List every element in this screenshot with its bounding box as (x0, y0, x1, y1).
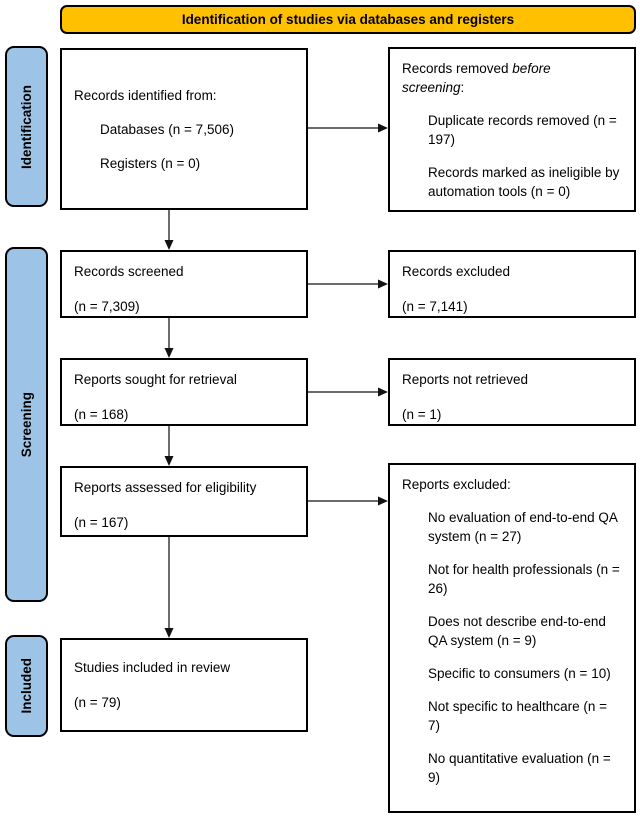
box-count: (n = 167) (74, 515, 129, 530)
box-count: (n = 1) (402, 407, 442, 422)
title-italic: before screening (402, 61, 551, 95)
box-title: Records excluded (402, 264, 511, 279)
box-title: Studies included in review (74, 660, 231, 675)
box-title: Reports excluded: (402, 477, 511, 492)
title-suffix: : (460, 80, 465, 95)
box-reports-not-retrieved: Reports not retrieved (n = 1) (388, 358, 636, 426)
box-item: Registers (n = 0) (100, 156, 201, 171)
box-title: Reports assessed for eligibility (74, 480, 257, 495)
box-item: Databases (n = 7,506) (100, 122, 234, 137)
arrow-identified-to-removed (308, 123, 388, 133)
banner: Identification of studies via databases … (60, 5, 636, 34)
box-title: Records screened (74, 264, 184, 279)
arrow-screened-to-sought (164, 318, 174, 358)
box-item: No quantitative evaluation (n = 9) (428, 751, 611, 785)
box-count: (n = 168) (74, 407, 129, 422)
box-records-removed: Records removed before screening: Duplic… (388, 47, 636, 212)
box-records-identified: Records identified from: Databases (n = … (60, 48, 308, 210)
arrow-screened-to-excluded (308, 279, 388, 289)
box-studies-included: Studies included in review (n = 79) (60, 638, 308, 732)
box-item: Duplicate records removed (n = 197) (428, 113, 617, 147)
arrow-assessed-to-reportsexcluded (308, 496, 388, 506)
box-title: Records removed before screening: (402, 59, 582, 97)
box-reports-sought: Reports sought for retrieval (n = 168) (60, 358, 308, 426)
box-item: Specific to consumers (n = 10) (428, 666, 611, 681)
arrow-sought-to-notretrieved (308, 387, 388, 397)
box-reports-assessed: Reports assessed for eligibility (n = 16… (60, 466, 308, 537)
stage-label-identification: Identification (5, 46, 48, 207)
box-records-excluded: Records excluded (n = 7,141) (388, 250, 636, 318)
box-title: Records identified from: (74, 88, 217, 103)
box-records-screened: Records screened (n = 7,309) (60, 250, 308, 318)
box-item: Not for health professionals (n = 26) (428, 562, 620, 596)
box-item: No evaluation of end-to-end QA system (n… (428, 510, 618, 544)
stage-label-screening: Screening (5, 247, 48, 602)
box-count: (n = 79) (74, 695, 121, 710)
stage-label-included: Included (5, 635, 48, 737)
arrow-assessed-to-included (164, 537, 174, 638)
arrow-sought-to-assessed (164, 426, 174, 466)
box-item: Does not describe end-to-end QA system (… (428, 614, 606, 648)
box-item: Not specific to healthcare (n = 7) (428, 699, 607, 733)
box-reports-excluded: Reports excluded: No evaluation of end-t… (388, 463, 636, 813)
box-item: Records marked as ineligible by automati… (428, 165, 620, 199)
box-title: Reports sought for retrieval (74, 372, 237, 387)
box-title: Reports not retrieved (402, 372, 529, 387)
arrow-identified-to-screened (164, 210, 174, 250)
title-prefix: Records removed (402, 61, 513, 76)
box-count: (n = 7,141) (402, 299, 468, 314)
banner-label: Identification of studies via databases … (181, 12, 515, 27)
box-count: (n = 7,309) (74, 299, 140, 314)
